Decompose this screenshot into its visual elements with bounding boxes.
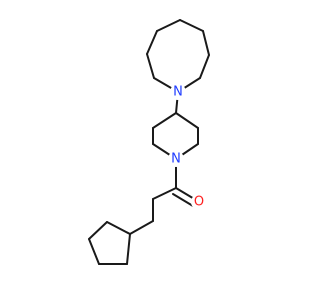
bond	[126, 233, 131, 265]
bond	[106, 221, 131, 235]
molecule-drawing: N N O	[88, 19, 210, 265]
bond	[152, 112, 177, 129]
bond	[179, 19, 204, 32]
azepane-nitrogen-symbol: N	[173, 85, 183, 100]
piperidine-nitrogen-symbol: N	[171, 152, 181, 167]
atom-label-piperidine-n: N	[168, 151, 184, 167]
bond	[156, 19, 181, 32]
atom-mask	[170, 84, 186, 100]
bond	[146, 30, 158, 55]
bond	[88, 221, 108, 240]
atom-mask	[191, 194, 207, 210]
bond	[129, 220, 154, 235]
bond	[172, 193, 194, 207]
cyclopentane-ring	[88, 221, 131, 265]
bond	[202, 30, 210, 56]
azepane-ring	[146, 19, 210, 93]
atom-label-carbonyl-o: O	[191, 194, 207, 210]
bond	[175, 112, 199, 129]
atom-label-azepane-n: N	[170, 84, 186, 100]
bond	[146, 53, 155, 79]
atom-mask	[168, 151, 184, 167]
bond	[152, 187, 177, 200]
bond	[88, 238, 100, 265]
bond	[199, 54, 210, 79]
carbonyl-oxygen-symbol: O	[194, 195, 204, 210]
structure-canvas: N N O	[88, 19, 210, 265]
